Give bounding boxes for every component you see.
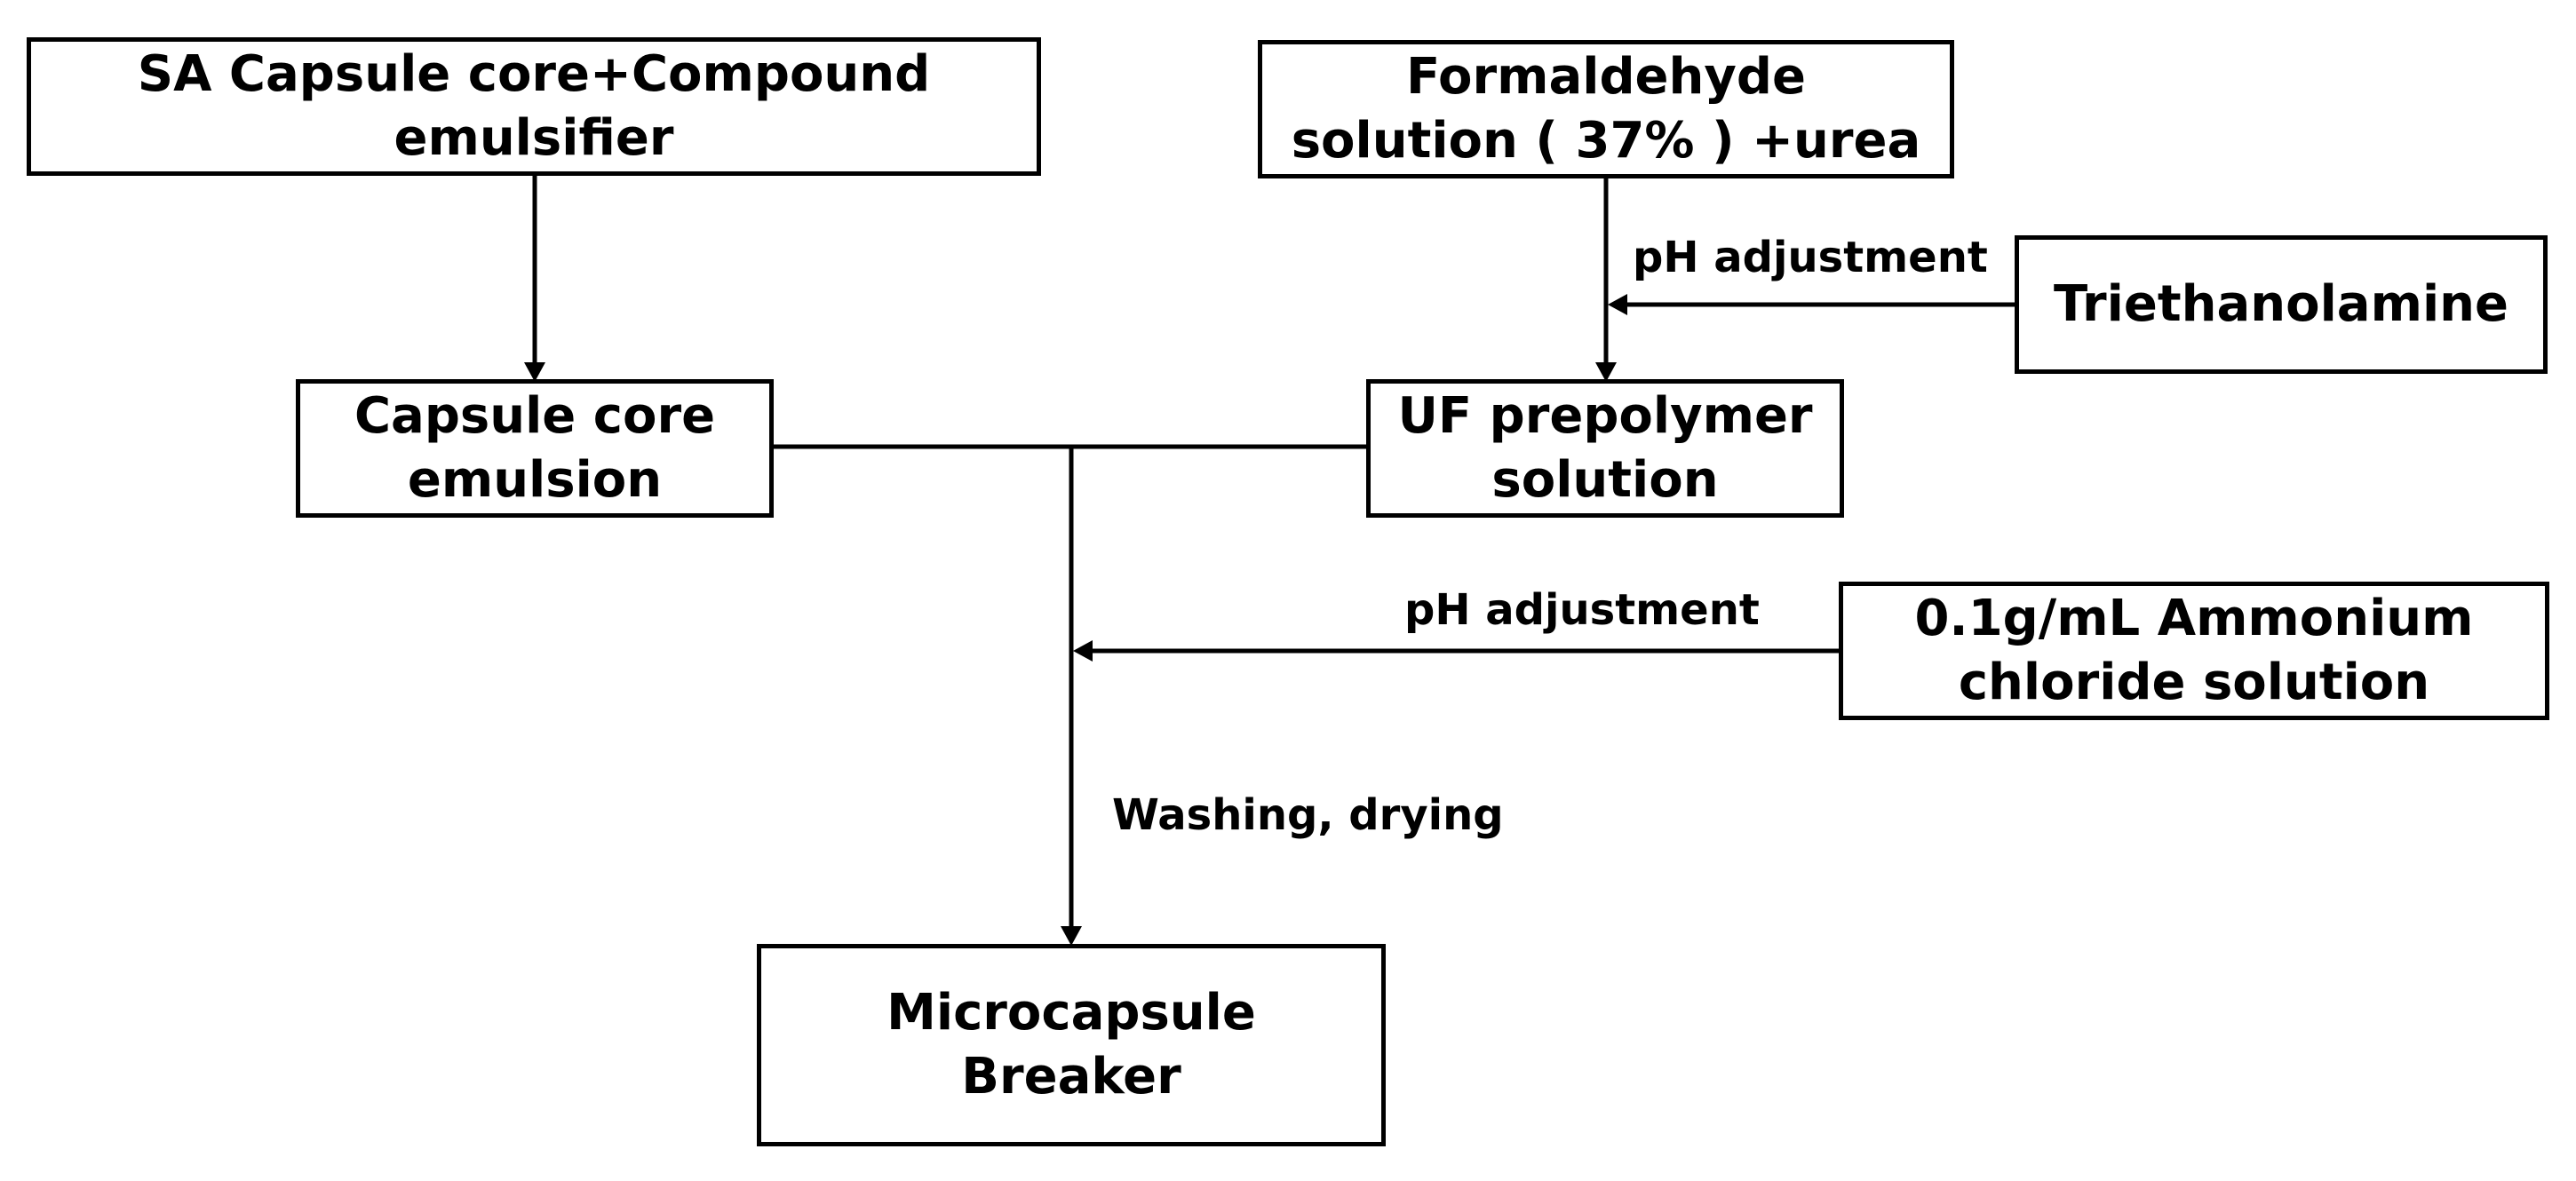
node-ammonium-chloride-line-2: chloride solution [1958, 654, 2430, 711]
node-formaldehyde-line-2: solution ( 37% ) +urea [1291, 112, 1921, 170]
node-triethanolamine-line-1: Triethanolamine [2054, 275, 2508, 333]
node-capsule-core-emulsion: Capsule core emulsion [296, 379, 774, 518]
node-uf-prepolymer-line-2: solution [1491, 451, 1719, 509]
node-ammonium-chloride-line-1: 0.1g/mL Ammonium [1914, 590, 2474, 647]
arrowhead-uf [1595, 362, 1617, 382]
node-capsule-core-emulsion-line-2: emulsion [407, 451, 663, 509]
node-formaldehyde-line-1: Formaldehyde [1406, 48, 1806, 106]
edge-label-ph-adjustment-upper: pH adjustment [1633, 233, 1988, 282]
node-uf-prepolymer-line-1: UF prepolymer [1397, 387, 1813, 445]
node-uf-prepolymer: UF prepolymer solution [1366, 379, 1844, 518]
node-sa-capsule-core-line-1: SA Capsule core+Compound [137, 45, 931, 103]
node-microcapsule-breaker: Microcapsule Breaker [757, 944, 1386, 1146]
arrowhead-ammonium [1073, 640, 1093, 662]
node-microcapsule-breaker-line-1: Microcapsule [886, 984, 1256, 1042]
arrowhead-triethanolamine [1608, 294, 1627, 315]
node-triethanolamine: Triethanolamine [2015, 235, 2548, 374]
node-sa-capsule-core: SA Capsule core+Compound emulsifier [27, 37, 1041, 176]
edge-label-washing-drying: Washing, drying [1112, 790, 1504, 840]
node-microcapsule-breaker-line-2: Breaker [961, 1048, 1181, 1106]
node-ammonium-chloride: 0.1g/mL Ammonium chloride solution [1839, 582, 2549, 720]
arrowhead-microcapsule [1061, 926, 1082, 946]
edge-label-ph-adjustment-lower: pH adjustment [1404, 585, 1760, 635]
arrowhead-core-emulsion [524, 362, 545, 382]
node-capsule-core-emulsion-line-1: Capsule core [354, 387, 716, 445]
node-sa-capsule-core-line-2: emulsifier [394, 109, 674, 167]
node-formaldehyde: Formaldehyde solution ( 37% ) +urea [1258, 40, 1954, 178]
